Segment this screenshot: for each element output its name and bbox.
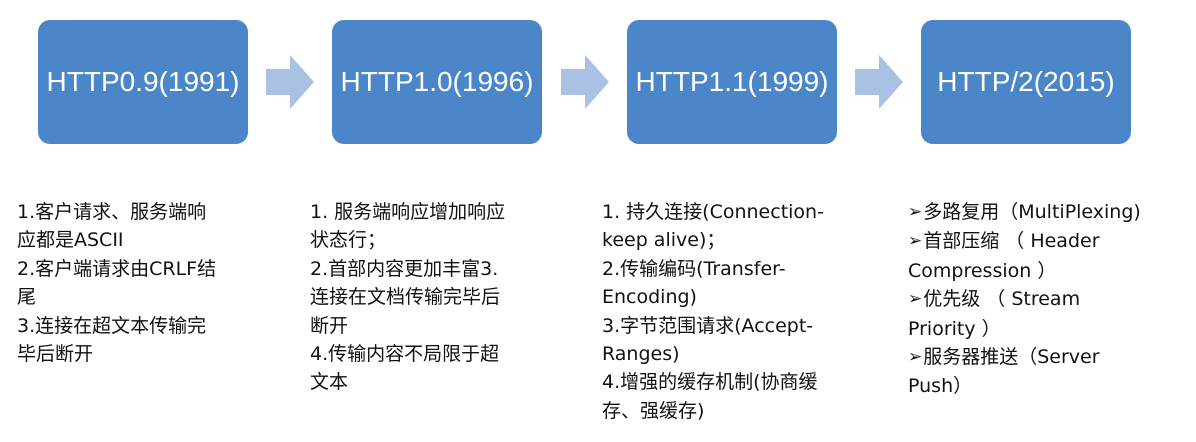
- stage-title-http09: HTTP0.9(1991): [46, 66, 240, 97]
- stage-desc-http10: 1. 服务端响应增加响应 状态行； 2.首部内容更加丰富3. 连接在文档传输完毕…: [310, 198, 570, 397]
- stage-box-http2: HTTP/2(2015): [921, 20, 1131, 144]
- right-arrow-icon: [561, 55, 609, 109]
- desc-item: 3.字节范围请求(Accept- Ranges): [602, 314, 814, 366]
- desc-item: 服务器推送（Server Push）: [908, 343, 1192, 401]
- desc-item: 2.传输编码(Transfer- Encoding): [602, 257, 786, 309]
- desc-item: 1. 持久连接(Connection- keep alive)；: [602, 201, 824, 252]
- stage-title-http10: HTTP1.0(1996): [340, 66, 534, 97]
- stage-box-http11: HTTP1.1(1999): [627, 20, 837, 144]
- stage-box-http10: HTTP1.0(1996): [332, 20, 542, 144]
- desc-item: 2.首部内容更加丰富3. 连接在文档传输完毕后 断开: [310, 257, 501, 337]
- desc-item: 优先级 （ Stream Priority ）: [908, 285, 1192, 343]
- stage-desc-http09: 1.客户请求、服务端响 应都是ASCII 2.客户端请求由CRLF结 尾 3.连…: [17, 198, 267, 368]
- desc-item: 多路复用（MultiPlexing): [908, 198, 1192, 227]
- desc-item: 4.增强的缓存机制(协商缓 存、强缓存): [602, 371, 818, 422]
- stage-box-http09: HTTP0.9(1991): [38, 20, 248, 144]
- stage-desc-http11: 1. 持久连接(Connection- keep alive)； 2.传输编码(…: [602, 198, 887, 425]
- right-arrow-icon: [855, 55, 903, 109]
- right-arrow-icon: [266, 55, 314, 109]
- desc-item: 3.连接在超文本传输完 毕后断开: [17, 314, 207, 366]
- stage-title-http11: HTTP1.1(1999): [635, 66, 829, 97]
- stage-desc-http2: 多路复用（MultiPlexing) 首部压缩 （ Header Compres…: [908, 198, 1192, 401]
- stage-title-http2: HTTP/2(2015): [937, 66, 1115, 97]
- desc-item: 1. 服务端响应增加响应 状态行；: [310, 201, 506, 252]
- desc-item: 2.客户端请求由CRLF结 尾: [17, 257, 217, 309]
- desc-item: 4.传输内容不局限于超 文本: [310, 343, 500, 394]
- desc-item: 1.客户请求、服务端响 应都是ASCII: [17, 201, 207, 252]
- desc-item: 首部压缩 （ Header Compression ）: [908, 227, 1192, 285]
